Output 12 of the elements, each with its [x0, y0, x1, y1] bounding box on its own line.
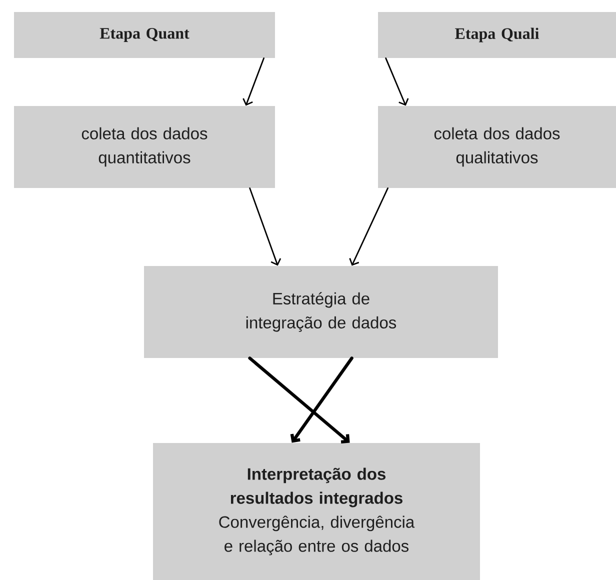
- arrow: [349, 188, 388, 266]
- process-box: Interpretação dos resultados integrados Convergência, divergência e relação entre os dados: [153, 443, 480, 580]
- arrow: [385, 58, 409, 106]
- process-box: Etapa Quant: [14, 12, 275, 58]
- process-box: Etapa Quali: [378, 12, 616, 58]
- arrow: [242, 58, 264, 106]
- process-box: Estratégia de integração de dados: [144, 266, 498, 358]
- arrow: [248, 356, 350, 444]
- process-box: coleta dos dados qualitativos: [378, 106, 616, 188]
- process-box: coleta dos dados quantitativos: [14, 106, 275, 188]
- arrow: [249, 188, 282, 266]
- arrow: [290, 356, 354, 443]
